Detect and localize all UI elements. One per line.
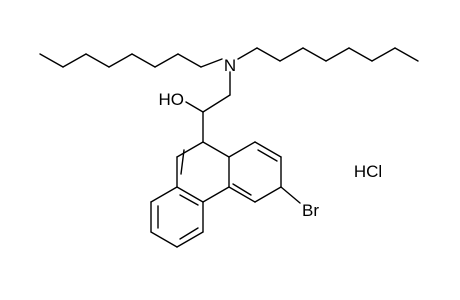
bromine-bond (280, 186, 301, 204)
nitrogen-label: N (224, 56, 236, 75)
right-heptyl-chain (237, 47, 419, 62)
left-heptyl-chain (39, 53, 223, 68)
phenanthrene-ring-system (150, 141, 282, 248)
hcl-salt-label: HCl (354, 162, 382, 181)
bromine-label: Br (302, 201, 319, 220)
hydroxyl-label: HO (159, 90, 185, 109)
ethanol-linker (185, 71, 231, 143)
